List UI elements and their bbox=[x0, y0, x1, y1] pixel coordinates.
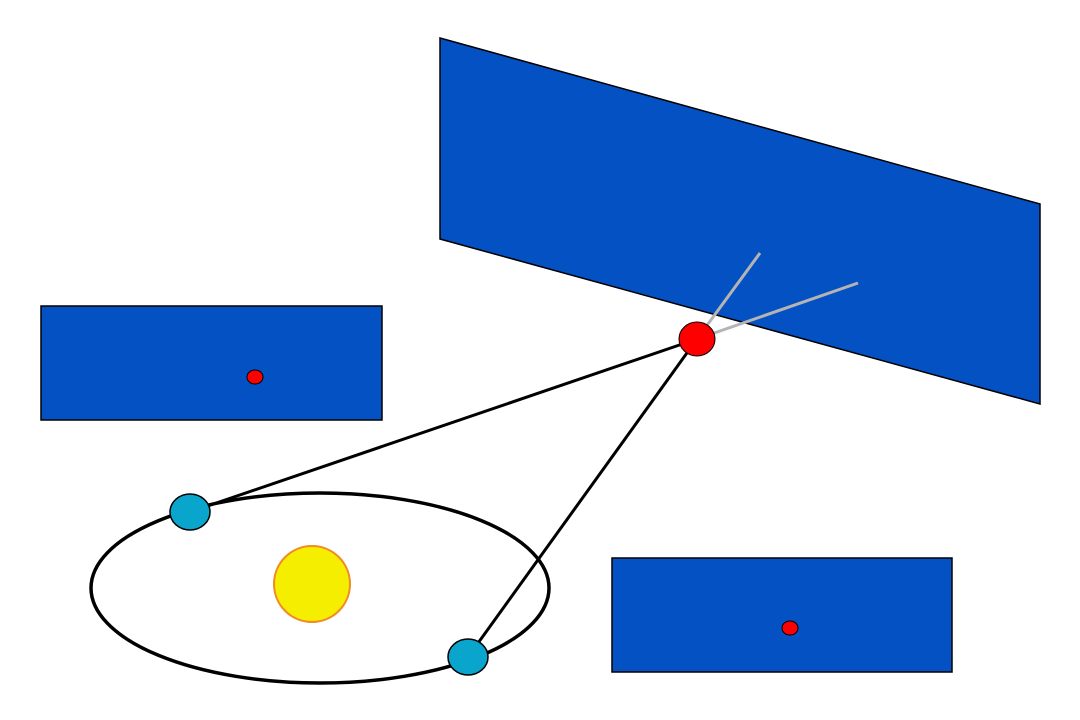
inset-view-position-a bbox=[40, 305, 383, 421]
inset-view-position-b bbox=[611, 557, 953, 673]
inset-view-b-nearby-star bbox=[781, 620, 799, 636]
earth-position-b bbox=[447, 638, 489, 676]
nearby-star bbox=[678, 321, 716, 357]
sight-line-a bbox=[189, 337, 698, 514]
background-sky-panel bbox=[439, 37, 1041, 405]
earth-position-a bbox=[169, 493, 211, 531]
sun bbox=[273, 545, 351, 623]
sight-line-extension-a bbox=[696, 281, 859, 341]
inset-view-a-nearby-star bbox=[246, 369, 264, 385]
sight-line-b bbox=[466, 338, 699, 658]
earth-orbit bbox=[89, 491, 551, 685]
